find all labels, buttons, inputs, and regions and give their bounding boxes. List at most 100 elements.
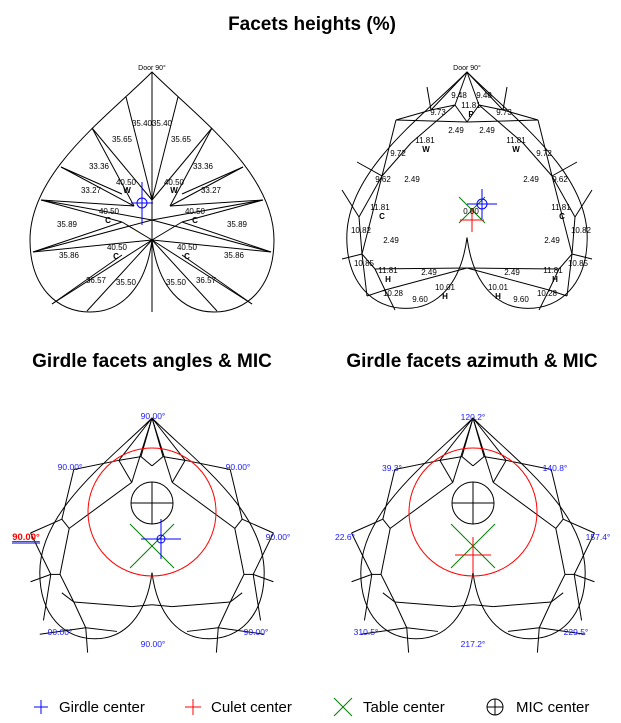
facet-height: 9.72	[390, 149, 406, 158]
facet-edge	[551, 175, 576, 218]
facet-edge	[358, 175, 383, 218]
facet-edge	[571, 253, 593, 260]
legend-girdle-center: Girdle center	[34, 699, 145, 716]
facet-edge	[151, 221, 183, 241]
facet-height: 2.49	[404, 175, 420, 184]
facet-edge	[522, 142, 553, 177]
legend-table-center: Table center	[333, 697, 445, 717]
facet-height: 11.81	[551, 203, 571, 212]
facet-edge	[151, 219, 272, 253]
facet-height: 35.65	[171, 135, 192, 144]
facet-edge	[40, 199, 153, 221]
title-angles: Girdle facets angles & MIC	[32, 351, 272, 372]
facet-height: 10.82	[351, 226, 372, 235]
facet-edge	[562, 518, 595, 534]
facet-edge	[51, 254, 123, 305]
facet-height: 9.60	[513, 295, 529, 304]
table-center-marker	[129, 523, 175, 569]
girdle-angle: 90.00°	[266, 532, 291, 542]
facet-edge	[151, 417, 173, 483]
facet-edge	[73, 601, 132, 608]
facet-type: W	[422, 145, 430, 154]
facet-height: 2.49	[544, 236, 560, 245]
facet-height: 2.49	[523, 175, 539, 184]
facet-edge	[140, 456, 153, 467]
facet-height: 11.81	[378, 266, 398, 275]
facet-edge	[478, 104, 524, 144]
facet-edge	[218, 627, 265, 635]
facet-edge	[181, 221, 272, 253]
facet-height: 2.49	[421, 268, 437, 277]
facet-height: 10.85	[354, 259, 375, 268]
facet-edge	[40, 199, 123, 223]
facet-edge	[492, 481, 557, 529]
legend-culet-center: Culet center	[185, 699, 292, 716]
facet-edge	[555, 518, 564, 529]
girdle-azimuth: 22.6°	[335, 532, 355, 542]
facet-type: H	[385, 275, 391, 284]
heights-diagram-left	[29, 71, 275, 313]
facet-edge	[181, 166, 244, 195]
facet-edge	[241, 518, 274, 534]
facet-edge	[60, 166, 135, 207]
facet-edge	[131, 417, 153, 483]
facet-edge	[185, 459, 231, 471]
girdle-azimuth: 120.2°	[461, 412, 486, 422]
facet-height: 9.73	[430, 108, 446, 117]
facet-edge	[551, 161, 578, 177]
girdle-azimuth: 157.4°	[586, 532, 611, 542]
facet-edge	[502, 86, 508, 111]
facet-edge	[151, 239, 272, 253]
facet-edge	[30, 573, 51, 583]
facet-edge	[125, 96, 153, 201]
facet-height: 10.28	[537, 289, 558, 298]
facet-type: W	[123, 186, 131, 195]
facet-edge	[59, 528, 70, 575]
facet-height: 9.48	[476, 91, 492, 100]
door-label-left: Door 90°	[138, 64, 166, 72]
girdle-angle-selected[interactable]: 90.00°	[12, 532, 40, 543]
facet-edge	[394, 601, 408, 628]
facet-edge	[169, 127, 213, 207]
facet-edge	[186, 627, 219, 632]
facet-type: H	[495, 292, 501, 301]
facet-edge	[566, 253, 573, 297]
heart-outline	[39, 417, 265, 640]
legend-label: Girdle center	[59, 699, 145, 716]
facet-edge	[538, 289, 550, 311]
red-plus-icon	[185, 699, 201, 715]
facet-edge	[539, 627, 586, 635]
facet-edge	[60, 166, 123, 195]
facet-edge	[217, 601, 231, 628]
facet-edge	[131, 604, 153, 608]
facet-height: 9.72	[536, 149, 552, 158]
facet-edge	[215, 627, 219, 653]
facet-edge	[356, 161, 383, 177]
facet-type: C	[379, 212, 385, 221]
facet-edge	[86, 239, 153, 312]
facet-edge	[550, 574, 566, 603]
facet-height: 35.86	[59, 251, 80, 260]
facet-edge	[151, 604, 173, 608]
facet-edge	[537, 119, 553, 177]
facet-edge	[574, 573, 595, 583]
facet-edge	[73, 459, 119, 471]
facet-edge	[61, 518, 70, 529]
facet-edge	[61, 592, 75, 603]
facet-height: 9.48	[451, 91, 467, 100]
title-azimuth: Girdle facets azimuth & MIC	[346, 351, 598, 372]
facet-edge	[573, 574, 583, 621]
facet-edge	[555, 528, 566, 575]
facet-height: 35.50	[166, 278, 187, 287]
facet-edge	[85, 627, 89, 653]
facet-edge	[492, 460, 507, 483]
facet-edge	[380, 574, 396, 603]
facet-height: 2.49	[504, 268, 520, 277]
facet-edge	[395, 119, 468, 123]
facet-edge	[502, 109, 539, 121]
facet-edge	[162, 456, 186, 461]
facet-edge	[384, 289, 396, 311]
facet-height: 33.36	[89, 162, 110, 171]
facet-edge	[536, 627, 540, 653]
